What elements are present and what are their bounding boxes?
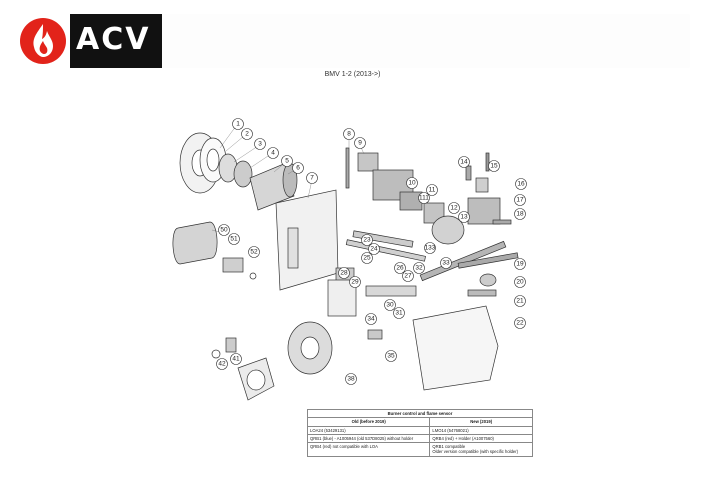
svg-text:29: 29 [351, 279, 359, 286]
table-row: LOA24 (53429131) LMO14 (54768021) [306, 425, 533, 435]
svg-text:32: 32 [415, 265, 423, 272]
part-20-filter [479, 273, 497, 287]
part-19-hose [457, 252, 519, 269]
table-cell-new-note: Older version compatible (with specific … [432, 449, 519, 455]
svg-text:1: 1 [236, 121, 240, 128]
svg-text:19: 19 [516, 261, 524, 268]
part-8-pin [345, 147, 350, 189]
part-4-ring [233, 160, 253, 188]
svg-text:27: 27 [404, 273, 412, 280]
svg-text:35: 35 [387, 353, 395, 360]
part-42-washer [211, 349, 221, 359]
part-52-oring [249, 272, 257, 280]
table-cell-new: QRB4 (red) + Holder (A1007560) [429, 433, 533, 444]
table-row: QRB1 (blue) - A1005944 (old 537D8025) wi… [306, 433, 533, 444]
part-25-26-27-cables [345, 239, 426, 262]
svg-text:16: 16 [517, 181, 525, 188]
table-cell-old: QRB1 (blue) - A1005944 (old 537D8025) wi… [306, 433, 431, 444]
part-22-cover [412, 305, 499, 391]
svg-text:15: 15 [490, 163, 498, 170]
svg-text:20: 20 [516, 279, 524, 286]
svg-text:41: 41 [232, 356, 240, 363]
table-row: QRB4 (red) not compatible with LOA QRB1 … [306, 442, 533, 457]
brand-name: ACV [76, 22, 151, 57]
column-header-old: Old (before 2019) [306, 417, 431, 427]
svg-text:11: 11 [429, 187, 436, 194]
svg-text:31: 31 [395, 310, 403, 317]
part-14-nozzle [465, 165, 472, 181]
svg-text:111: 111 [419, 195, 429, 202]
svg-text:18: 18 [516, 211, 524, 218]
svg-text:23: 23 [363, 237, 371, 244]
burner-control-table: Burner control and flame sensor Old (bef… [306, 408, 533, 457]
svg-text:22: 22 [516, 320, 524, 327]
column-header-new: New (2019) [429, 417, 533, 427]
part-50-tube [172, 221, 218, 265]
table-title: Burner control and flame sensor [307, 408, 533, 419]
svg-text:9: 9 [358, 140, 362, 147]
svg-text:14: 14 [460, 159, 468, 166]
part-51-assembly [222, 257, 244, 273]
svg-text:28: 28 [340, 270, 348, 277]
part-9-relay [357, 152, 379, 172]
table-cell-new: QRB1 compatible Older version compatible… [429, 442, 533, 457]
svg-text:4: 4 [271, 150, 275, 157]
table-cell-new-main: QRB1 compatible [432, 444, 466, 449]
svg-text:13: 13 [460, 214, 468, 221]
svg-text:10: 10 [408, 180, 416, 187]
svg-text:30: 30 [386, 302, 394, 309]
acv-logo: ACV [16, 14, 162, 68]
svg-text:21: 21 [516, 298, 524, 305]
part-15-screw [485, 152, 490, 172]
table-cell-old: LOA24 (53429131) [306, 425, 431, 435]
flame-icon [16, 14, 70, 68]
svg-text:38: 38 [347, 376, 355, 383]
svg-text:34: 34 [367, 316, 375, 323]
part-18-pipe [492, 219, 512, 225]
svg-text:12: 12 [450, 205, 458, 212]
header-band [162, 14, 690, 68]
svg-text:52: 52 [250, 249, 258, 256]
part-7-housing [275, 189, 339, 291]
part-35-capacitor [367, 329, 383, 340]
document-title: BMV 1-2 (2013->) [324, 71, 381, 78]
svg-text:25: 25 [363, 255, 371, 262]
part-29-30-31 [365, 285, 417, 297]
svg-text:33: 33 [442, 260, 450, 267]
part-13-motor [431, 215, 465, 245]
svg-text:7: 7 [310, 175, 314, 182]
svg-text:42: 42 [218, 361, 226, 368]
table-cell-old: QRB4 (red) not compatible with LOA [306, 442, 431, 457]
part-41-screw [225, 337, 237, 353]
svg-text:17: 17 [516, 197, 524, 204]
svg-text:133: 133 [425, 245, 436, 252]
svg-text:26: 26 [396, 265, 404, 272]
svg-text:2: 2 [245, 131, 249, 138]
part-16-valve [475, 177, 489, 193]
svg-text:24: 24 [370, 246, 378, 253]
svg-text:6: 6 [296, 165, 300, 172]
svg-text:8: 8 [347, 131, 351, 138]
svg-text:50: 50 [220, 227, 228, 234]
svg-text:3: 3 [258, 141, 262, 148]
svg-text:51: 51 [230, 236, 238, 243]
part-21-connector [467, 289, 497, 297]
svg-text:5: 5 [285, 158, 289, 165]
table-cell-new: LMO14 (54768021) [429, 425, 533, 435]
